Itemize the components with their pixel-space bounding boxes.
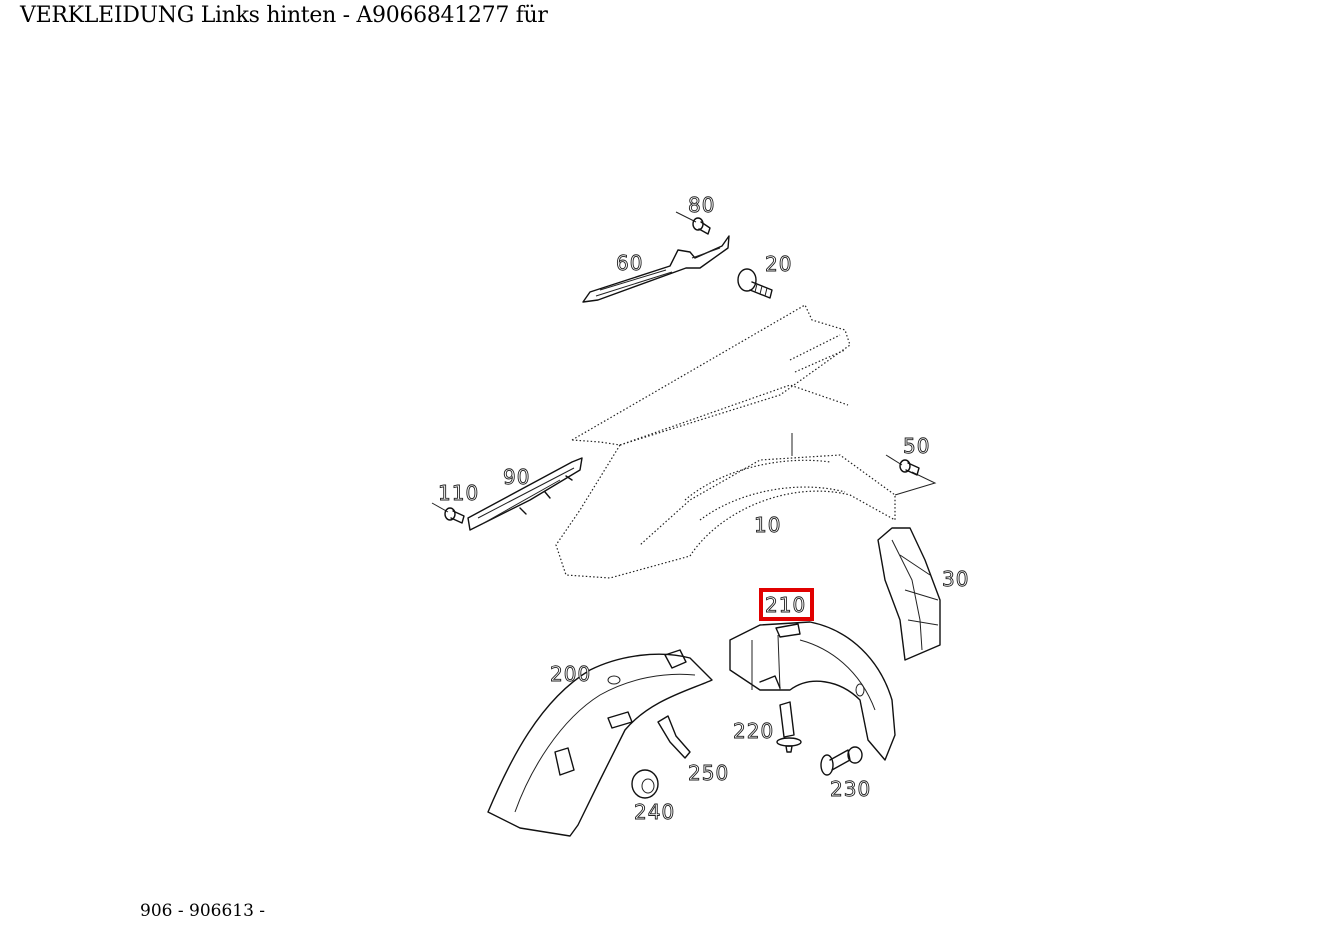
label-10: 10 [754,513,781,537]
footer-code: 906 - 906613 - [140,901,266,921]
part-110-bolt [431,502,465,524]
label-90: 90 [503,465,530,489]
part-230-screw [820,746,863,776]
part-20-screw [737,268,773,299]
part-30-panel [877,527,941,661]
label-230: 230 [830,777,871,801]
part-10-fender [555,304,896,579]
part-200-liner [487,649,713,837]
label-240: 240 [634,800,675,824]
label-30: 30 [942,567,969,591]
part-50-bolt [885,454,937,496]
label-110: 110 [438,481,479,505]
label-80: 80 [688,193,715,217]
label-20: 20 [765,252,792,276]
label-250: 250 [688,761,729,785]
part-80-bolt [675,211,711,235]
part-250-pin [657,715,691,759]
label-200: 200 [550,662,591,686]
label-220: 220 [733,719,774,743]
part-60-bracket [582,235,730,303]
label-210[interactable]: 210 [765,593,806,618]
label-50: 50 [903,434,930,458]
part-220-clip [776,701,802,753]
highlight-box-210[interactable] [759,588,814,621]
label-60: 60 [616,251,643,275]
part-90-bracket [467,457,583,531]
part-210-liner [729,621,896,761]
part-240-washer [631,769,659,799]
page-title: VERKLEIDUNG Links hinten - A9066841277 f… [20,3,548,28]
